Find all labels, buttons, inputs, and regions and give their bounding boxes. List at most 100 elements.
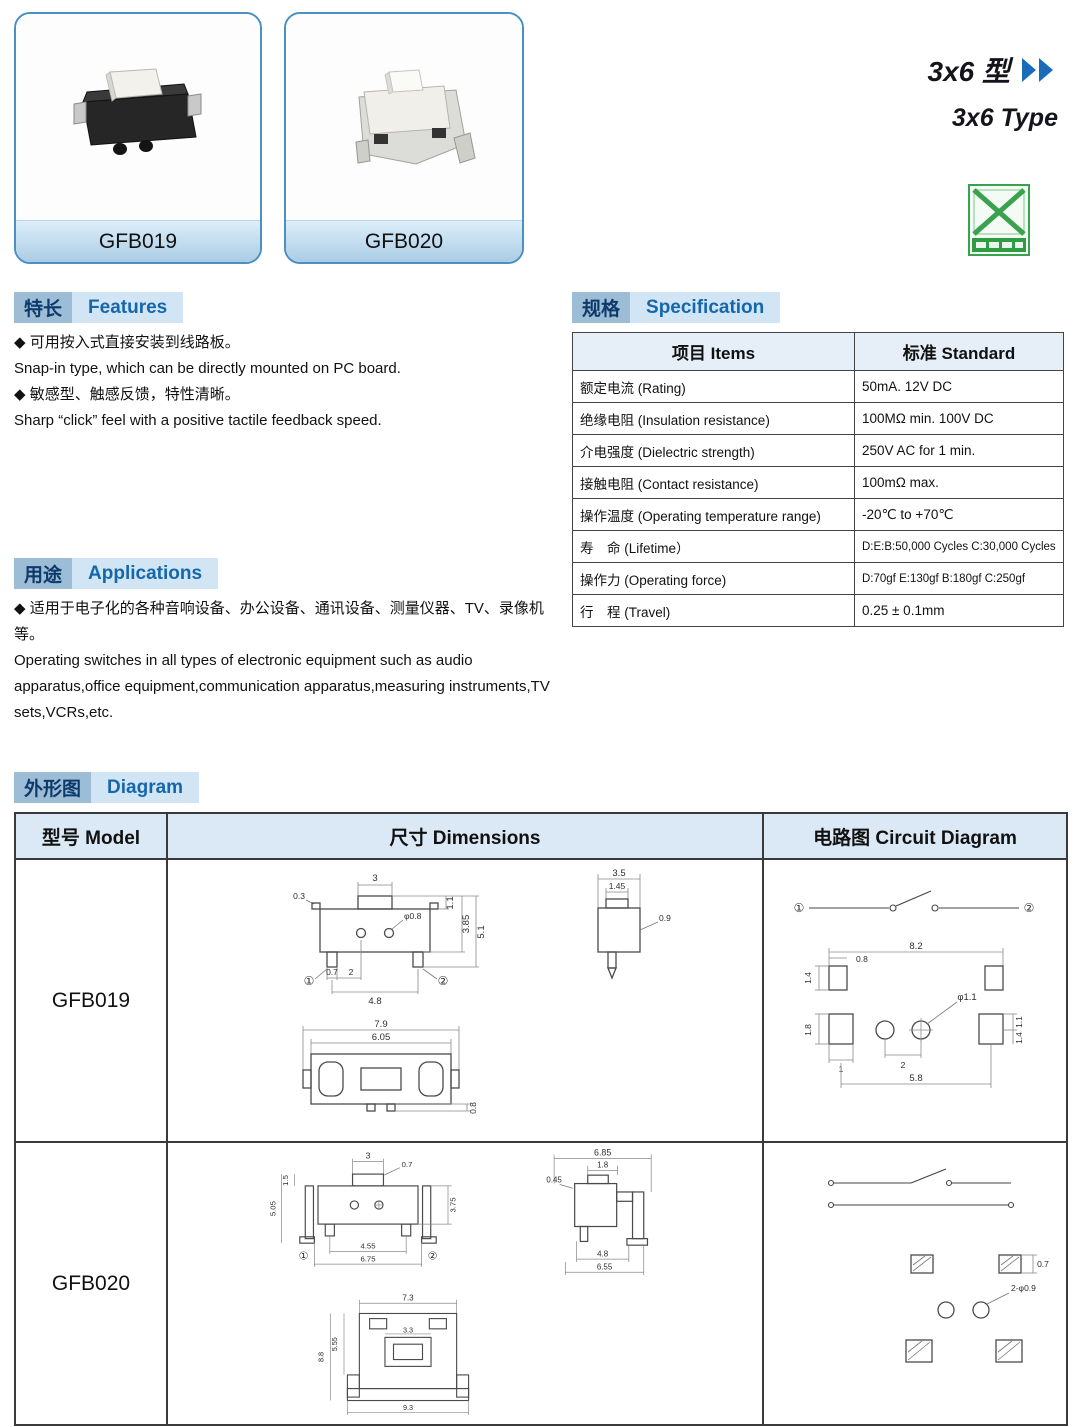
spec-item: 操作温度 (Operating temperature range) — [572, 498, 855, 531]
spec-item: 操作力 (Operating force) — [572, 562, 855, 595]
dim-label: 3 — [372, 873, 377, 884]
gfb019-circuit-cell: ① ② 8.2 0.8 — [762, 858, 1068, 1143]
dim-label: 1.5 — [281, 1175, 290, 1186]
dim-label: 3.85 — [461, 915, 472, 934]
spec-standard: 250V AC for 1 min. — [854, 434, 1064, 467]
product-photo-gfb019 — [16, 14, 260, 220]
spec-item: 介电强度 (Dielectric strength) — [572, 434, 855, 467]
certification-logo — [968, 184, 1030, 256]
dim-label: 5.8 — [909, 1073, 922, 1084]
gfb020-circuit-diagram-drawing: 0.7 2-φ0.9 — [827, 1168, 1049, 1363]
spec-standard: -20℃ to +70℃ — [854, 498, 1064, 531]
dim-label: 3.5 — [612, 868, 625, 879]
gfb020-front-view-drawing: 3 0.7 1 — [268, 1151, 457, 1267]
dim-label: 1.1 — [1014, 1016, 1024, 1028]
applications-text: ◆ 适用于电子化的各种音响设备、办公设备、通讯设备、测量仪器、TV、录像机等。 … — [14, 596, 562, 726]
dim-label: 1.45 — [609, 881, 626, 891]
spec-row: 介电强度 (Dielectric strength) 250V AC for 1… — [572, 434, 1064, 467]
spec-item: 寿 命 (Lifetime） — [572, 530, 855, 563]
dim-label: 7.9 — [374, 1019, 387, 1030]
diagram-col-circuit: 电路图 Circuit Diagram — [762, 812, 1068, 860]
spec-standard: D:E:B:50,000 Cycles C:30,000 Cycles — [854, 530, 1064, 563]
product-label: GFB019 — [16, 220, 260, 262]
dim-label: 0.7 — [1037, 1259, 1049, 1269]
spec-standard: 100MΩ min. 100V DC — [854, 402, 1064, 435]
product-photo-gfb020 — [286, 14, 522, 220]
terminal-2-label: ② — [1024, 901, 1035, 915]
dim-label: 1.1 — [445, 896, 456, 909]
terminal-2-label: ② — [428, 1251, 438, 1263]
dim-label: φ0.8 — [404, 911, 422, 921]
applications-heading-en: Applications — [72, 558, 219, 589]
product-card-gfb019: GFB019 — [14, 12, 262, 264]
features-heading-en: Features — [72, 292, 184, 323]
feature-line: ◆ 可用按入式直接安装到线路板。 — [14, 334, 240, 351]
terminal-1-label: ① — [299, 1251, 309, 1263]
spec-col-items: 项目 Items — [572, 332, 855, 371]
dim-label: 4.8 — [368, 996, 381, 1007]
dim-label: 5.1 — [476, 925, 487, 938]
model-name: GFB019 — [14, 858, 168, 1143]
diagram-col-model: 型号 Model — [14, 812, 168, 860]
spec-header-row: 项目 Items 标准 Standard — [572, 332, 1064, 371]
spec-row: 行 程 (Travel) 0.25 ± 0.1mm — [572, 594, 1064, 627]
diagram-heading-cn: 外形图 — [14, 772, 92, 803]
dim-label: 3.75 — [448, 1197, 457, 1212]
terminal-1-label: ① — [304, 974, 315, 988]
applications-heading: 用途 Applications — [14, 558, 219, 589]
specification-heading: 规格 Specification — [572, 292, 781, 323]
diagram-header-row: 型号 Model 尺寸 Dimensions 电路图 Circuit Diagr… — [14, 812, 1068, 860]
gfb019-bottom-view-drawing: 7.9 6.05 0.8 — [302, 1019, 478, 1114]
feature-line: Snap-in type, which can be directly moun… — [14, 360, 401, 377]
spec-standard: D:70gf E:130gf B:180gf C:250gf — [854, 562, 1064, 595]
terminal-2-label: ② — [438, 974, 449, 988]
dim-label: 4.8 — [597, 1249, 609, 1258]
feature-line: Sharp “click” feel with a positive tacti… — [14, 412, 382, 429]
applications-line-cn: ◆ 适用于电子化的各种音响设备、办公设备、通讯设备、测量仪器、TV、录像机等。 — [14, 600, 544, 643]
dim-label: 0.9 — [659, 913, 671, 923]
diagram-heading-en: Diagram — [91, 772, 200, 803]
features-text: ◆ 可用按入式直接安装到线路板。 Snap-in type, which can… — [14, 330, 562, 434]
dim-label: φ1.1 — [957, 992, 976, 1003]
applications-line-en: Operating switches in all types of elect… — [14, 652, 550, 721]
dim-label: 0.8 — [856, 954, 868, 964]
dim-label: 1.4 — [1014, 1032, 1024, 1044]
dim-label: 0.45 — [546, 1176, 562, 1185]
dim-label: 8.2 — [909, 941, 922, 952]
dim-label: 7.3 — [402, 1294, 414, 1303]
dim-label: 0.3 — [293, 891, 305, 901]
gfb019-dimensions-cell: 3 0.3 1 — [166, 858, 764, 1143]
diagram-row-gfb020: GFB020 3 0.7 — [14, 1141, 1068, 1426]
dim-label: 9.3 — [403, 1403, 413, 1412]
specification-table: 项目 Items 标准 Standard 额定电流 (Rating) 50mA.… — [572, 332, 1064, 627]
dim-label: 5.05 — [268, 1201, 277, 1216]
dim-label: 1.8 — [803, 1024, 813, 1036]
dim-label: 0.8 — [468, 1102, 478, 1114]
spec-row: 接触电阻 (Contact resistance) 100mΩ max. — [572, 466, 1064, 499]
spec-item: 额定电流 (Rating) — [572, 370, 855, 403]
spec-col-standard: 标准 Standard — [854, 332, 1064, 371]
dim-label: 5.55 — [330, 1337, 339, 1351]
features-heading-cn: 特长 — [14, 292, 73, 323]
terminal-1-label: ① — [794, 901, 805, 915]
dim-label: 1.4 — [803, 972, 813, 984]
spec-standard: 50mA. 12V DC — [854, 370, 1064, 403]
model-name: GFB020 — [14, 1141, 168, 1426]
gfb019-side-view-drawing: 3.5 1.45 0.9 — [597, 868, 671, 980]
spec-item: 接触电阻 (Contact resistance) — [572, 466, 855, 499]
spec-item: 绝缘电阻 (Insulation resistance) — [572, 402, 855, 435]
product-card-gfb020: GFB020 — [284, 12, 524, 264]
gfb020-side-view-drawing: 6.85 1.8 0.45 4.8 — [546, 1148, 652, 1276]
diagram-heading: 外形图 Diagram — [14, 772, 200, 803]
dim-label: 3.3 — [403, 1325, 413, 1334]
spec-row: 操作力 (Operating force) D:70gf E:130gf B:1… — [572, 562, 1064, 595]
dim-label: 1.8 — [597, 1161, 609, 1170]
dim-label: 2 — [349, 967, 354, 977]
diagram-row-gfb019: GFB019 3 0.3 — [14, 858, 1068, 1143]
dim-label: 2-φ0.9 — [1011, 1283, 1036, 1293]
type-block: 3x6 型 3x6 Type — [928, 50, 1059, 133]
dim-label: 0.7 — [326, 967, 338, 977]
gfb020-bottom-view-drawing: 7.3 5.55 8.8 3.3 — [317, 1294, 470, 1416]
dim-label: 3 — [366, 1151, 371, 1161]
spec-standard: 0.25 ± 0.1mm — [854, 594, 1064, 627]
